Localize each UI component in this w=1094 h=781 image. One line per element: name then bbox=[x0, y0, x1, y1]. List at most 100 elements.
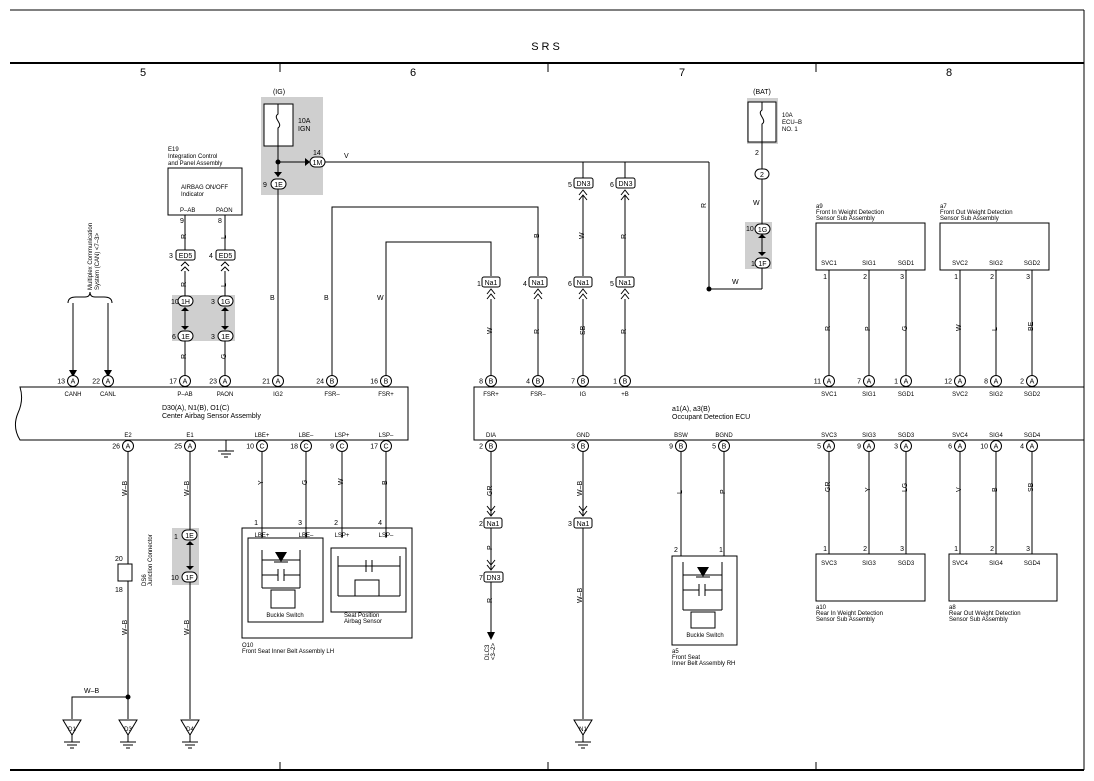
pin-label: BGND bbox=[715, 433, 733, 439]
chevron-icon bbox=[620, 288, 630, 300]
pin-label: DIA bbox=[486, 433, 496, 439]
pin-letter: A bbox=[958, 444, 963, 451]
o10-name: Front Seat Inner Belt Assembly LH bbox=[242, 649, 334, 655]
pin-number: 10 bbox=[746, 226, 754, 233]
belt-pin-label: LSP+ bbox=[335, 533, 350, 539]
wire-fsr-minus bbox=[331, 206, 539, 378]
pin-number: 6 bbox=[172, 334, 176, 341]
pin-label: FSR– bbox=[324, 392, 340, 398]
sensor-pin-label: SIG1 bbox=[862, 261, 876, 267]
pin-connector bbox=[990, 440, 1002, 452]
pin-label: SVC4 bbox=[952, 433, 968, 439]
pin-number: 1 bbox=[954, 546, 958, 553]
pin-number: 1 bbox=[751, 261, 755, 268]
pin-number: 2 bbox=[863, 546, 867, 553]
bat-label: (BAT) bbox=[753, 89, 771, 96]
buckle-switch-block bbox=[270, 589, 296, 609]
seat-sensor-label: Seat Position bbox=[344, 613, 379, 619]
pin-number: 3 bbox=[211, 334, 215, 341]
pin-label: CANL bbox=[100, 392, 117, 398]
pin-connector bbox=[823, 375, 835, 387]
junction-dot bbox=[706, 286, 712, 292]
pin-number: 1 bbox=[823, 274, 827, 281]
pin-letter: A bbox=[958, 379, 963, 386]
pin-number: 18 bbox=[115, 587, 123, 594]
sensor-pin-label: SIG2 bbox=[989, 261, 1003, 267]
buckle-switch-label: Buckle Switch bbox=[266, 613, 303, 619]
pin-number: 1 bbox=[823, 546, 827, 553]
arrow-icon bbox=[186, 566, 194, 570]
pin-number: 1 bbox=[719, 547, 723, 554]
e19-pin-label: PAON bbox=[216, 208, 233, 214]
e19-box bbox=[167, 167, 243, 216]
pin-letter: B bbox=[489, 444, 494, 451]
pin-connector bbox=[718, 440, 730, 452]
connector-label: Na1 bbox=[532, 280, 545, 287]
pin-number: 2 bbox=[479, 521, 483, 528]
wire-color: V bbox=[956, 487, 963, 492]
pin-number: 21 bbox=[262, 379, 270, 386]
chevron-icon bbox=[486, 288, 496, 300]
pin-label: IG bbox=[580, 392, 587, 398]
wire-color: R bbox=[181, 282, 188, 287]
pin-label: SVC1 bbox=[821, 392, 837, 398]
a7-code: a7 bbox=[940, 204, 947, 210]
connector-ed5 bbox=[215, 249, 236, 261]
pin-connector bbox=[102, 375, 114, 387]
junction-dot bbox=[125, 694, 131, 700]
wire-color: B bbox=[534, 233, 541, 238]
ign-fuse-rating: 10A bbox=[298, 118, 311, 125]
ground-icon bbox=[218, 440, 234, 458]
sensor-pin-label: SIG3 bbox=[862, 561, 876, 567]
connector-1h bbox=[177, 295, 194, 307]
pin-number: 5 bbox=[817, 444, 821, 451]
pin-label: SGD2 bbox=[1024, 392, 1041, 398]
pin-letter: B bbox=[722, 444, 727, 451]
pin-letter: A bbox=[126, 444, 131, 451]
pin-number: 24 bbox=[316, 379, 324, 386]
pin-number: 3 bbox=[571, 444, 575, 451]
pin-number: 3 bbox=[1026, 274, 1030, 281]
seat-sensor-label: Airbag Sensor bbox=[344, 619, 382, 625]
sensor-pin-label: SGD3 bbox=[898, 561, 915, 567]
wire-fsr-plus bbox=[385, 241, 492, 378]
pin-number: 10 bbox=[980, 444, 988, 451]
pin-label: SIG4 bbox=[989, 433, 1003, 439]
pin-connector bbox=[954, 440, 966, 452]
pin-number: 6 bbox=[610, 182, 614, 189]
d30-center-airbag-sensor bbox=[14, 386, 409, 441]
connector-label: 1H bbox=[181, 299, 190, 306]
connector-label: Na1 bbox=[577, 280, 590, 287]
pin-number: 25 bbox=[174, 444, 182, 451]
wire-color: B bbox=[270, 295, 275, 302]
pin-connector bbox=[675, 440, 687, 452]
connector-label: 1E bbox=[221, 334, 230, 341]
wire-color: R bbox=[534, 329, 541, 334]
pin-letter: A bbox=[183, 379, 188, 386]
pin-number: 1 bbox=[477, 281, 481, 288]
pin-number: 3 bbox=[169, 253, 173, 260]
pin-number: 9 bbox=[180, 218, 184, 225]
pin-connector bbox=[380, 375, 392, 387]
pin-number: 23 bbox=[209, 379, 217, 386]
e19-indicator: Indicator bbox=[181, 192, 204, 198]
pin-letter: A bbox=[827, 444, 832, 451]
pin-number: 2 bbox=[334, 520, 338, 527]
ecub-fuse-number: NO. 1 bbox=[782, 127, 798, 133]
junction-connector-ds6 bbox=[117, 563, 133, 582]
pin-label: FSR– bbox=[530, 392, 546, 398]
pin-connector bbox=[67, 375, 79, 387]
ground-point bbox=[180, 719, 200, 736]
pin-number: 10 bbox=[171, 575, 179, 582]
a8-name: Rear Out Weight Detection bbox=[949, 611, 1021, 617]
a8-code: a8 bbox=[949, 605, 956, 611]
wire-color: W–B bbox=[184, 481, 191, 497]
connector-1e bbox=[181, 529, 198, 541]
pin-number: 7 bbox=[857, 379, 861, 386]
pin-letter: B bbox=[384, 379, 389, 386]
pin-letter: A bbox=[223, 379, 228, 386]
wire-color: W–B bbox=[122, 620, 129, 636]
pin-label: SIG2 bbox=[989, 392, 1003, 398]
